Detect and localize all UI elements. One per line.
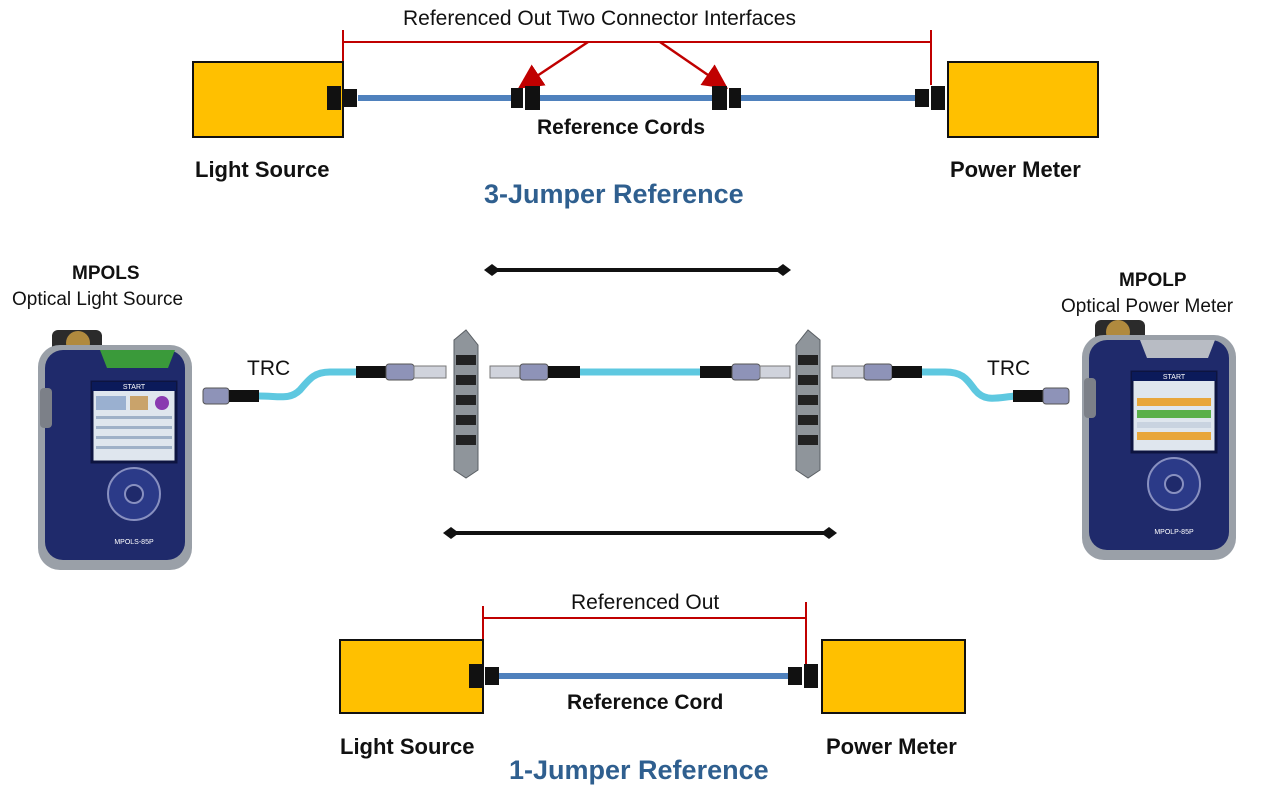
- mpolp-desc-label: Optical Power Meter: [1061, 296, 1234, 317]
- top-bracket-label: Referenced Out Two Connector Interfaces: [403, 7, 796, 30]
- top-power-meter-label: Power Meter: [950, 157, 1081, 182]
- mpolp-name-label: MPOLP: [1119, 270, 1187, 291]
- top-light-source-label: Light Source: [195, 157, 330, 182]
- mpols-light-source-device: START MPOLS-85P: [38, 330, 192, 570]
- bottom-light-source-box: [339, 639, 484, 714]
- bottom-light-source-label: Light Source: [340, 734, 475, 759]
- right-trc-label: TRC: [987, 357, 1031, 380]
- right-trc-cord: [831, 363, 1070, 405]
- upper-span-line: [484, 264, 791, 276]
- bottom-reference-cord-label: Reference Cord: [567, 691, 724, 714]
- three-jumper-title: 3-Jumper Reference: [484, 179, 744, 209]
- lower-span-line: [443, 527, 837, 539]
- left-trc-label: TRC: [247, 357, 291, 380]
- mpolp-device-model: MPOLP-85P: [1154, 529, 1194, 536]
- top-connectors: [327, 86, 945, 110]
- mpolp-power-meter-device: START MPOLP-85P: [1082, 320, 1236, 560]
- bottom-power-meter-box: [821, 639, 966, 714]
- top-reference-cords-label: Reference Cords: [537, 116, 706, 139]
- one-jumper-title: 1-Jumper Reference: [509, 755, 769, 785]
- one-jumper-section: [339, 602, 966, 714]
- right-adapter-panel: [795, 329, 821, 479]
- mpols-desc-label: Optical Light Source: [12, 289, 184, 310]
- mpols-device-model: MPOLS-85P: [114, 539, 154, 546]
- middle-section: START MPOLS-85P: [38, 264, 1236, 570]
- bottom-power-meter-label: Power Meter: [826, 734, 957, 759]
- three-jumper-section: [192, 30, 1099, 138]
- arrow-to-right-interface: [659, 40, 729, 89]
- left-adapter-panel: [453, 329, 479, 479]
- top-light-source-box: [192, 61, 344, 138]
- mpolp-screen-header: START: [1163, 374, 1186, 381]
- bottom-bracket-label: Referenced Out: [571, 591, 720, 614]
- left-trc-cord: [202, 363, 447, 405]
- arrow-to-left-interface: [517, 40, 589, 89]
- mpols-screen-header: START: [123, 384, 146, 391]
- top-power-meter-box: [947, 61, 1099, 138]
- center-patch-cord: [489, 363, 791, 381]
- top-bracket: [342, 30, 932, 85]
- mpols-name-label: MPOLS: [72, 263, 140, 284]
- bottom-connectors: [469, 664, 818, 688]
